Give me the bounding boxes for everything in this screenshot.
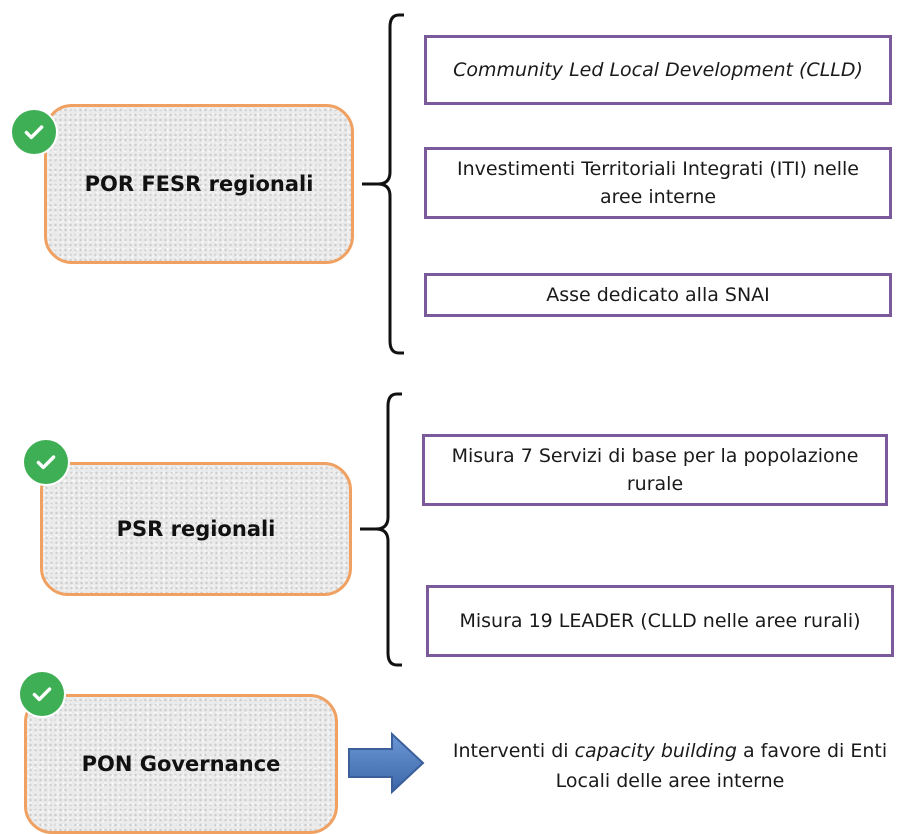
- program-box-psr: PSR regionali: [40, 462, 352, 596]
- check-circle-icon: [20, 672, 64, 716]
- item-text: Investimenti Territoriali Integrati (ITI…: [457, 158, 859, 208]
- item-box: Misura 19 LEADER (CLLD nelle aree rurali…: [426, 585, 894, 657]
- program-box-por-fesr: POR FESR regionali: [44, 104, 354, 264]
- item-text: Community Led Local Development (CLLD): [453, 59, 863, 81]
- result-text-before: Interventi di: [452, 740, 575, 762]
- result-text: Interventi di capacity building a favore…: [436, 736, 904, 796]
- program-label: PON Governance: [81, 752, 281, 776]
- item-box: Misura 7 Servizi di base per la popolazi…: [422, 434, 888, 506]
- check-circle-icon: [24, 440, 68, 484]
- curly-brace: [360, 392, 402, 667]
- item-text: Misura 7 Servizi di base per la popolazi…: [451, 445, 859, 495]
- check-circle-icon: [12, 110, 56, 154]
- item-text: Asse dedicato alla SNAI: [546, 284, 770, 306]
- item-box: Asse dedicato alla SNAI: [424, 273, 892, 317]
- item-text: Misura 19 LEADER (CLLD nelle aree rurali…: [459, 610, 861, 632]
- result-text-after: a favore di Enti Locali delle aree inter…: [555, 740, 888, 792]
- program-box-pon: PON Governance: [24, 694, 338, 834]
- program-label: PSR regionali: [116, 517, 276, 541]
- curly-brace: [362, 13, 404, 355]
- result-text-emphasis: capacity building: [574, 740, 737, 762]
- item-box: Community Led Local Development (CLLD): [424, 35, 892, 105]
- right-arrow-icon: [348, 731, 425, 795]
- item-box: Investimenti Territoriali Integrati (ITI…: [424, 147, 892, 219]
- program-label: POR FESR regionali: [84, 172, 314, 196]
